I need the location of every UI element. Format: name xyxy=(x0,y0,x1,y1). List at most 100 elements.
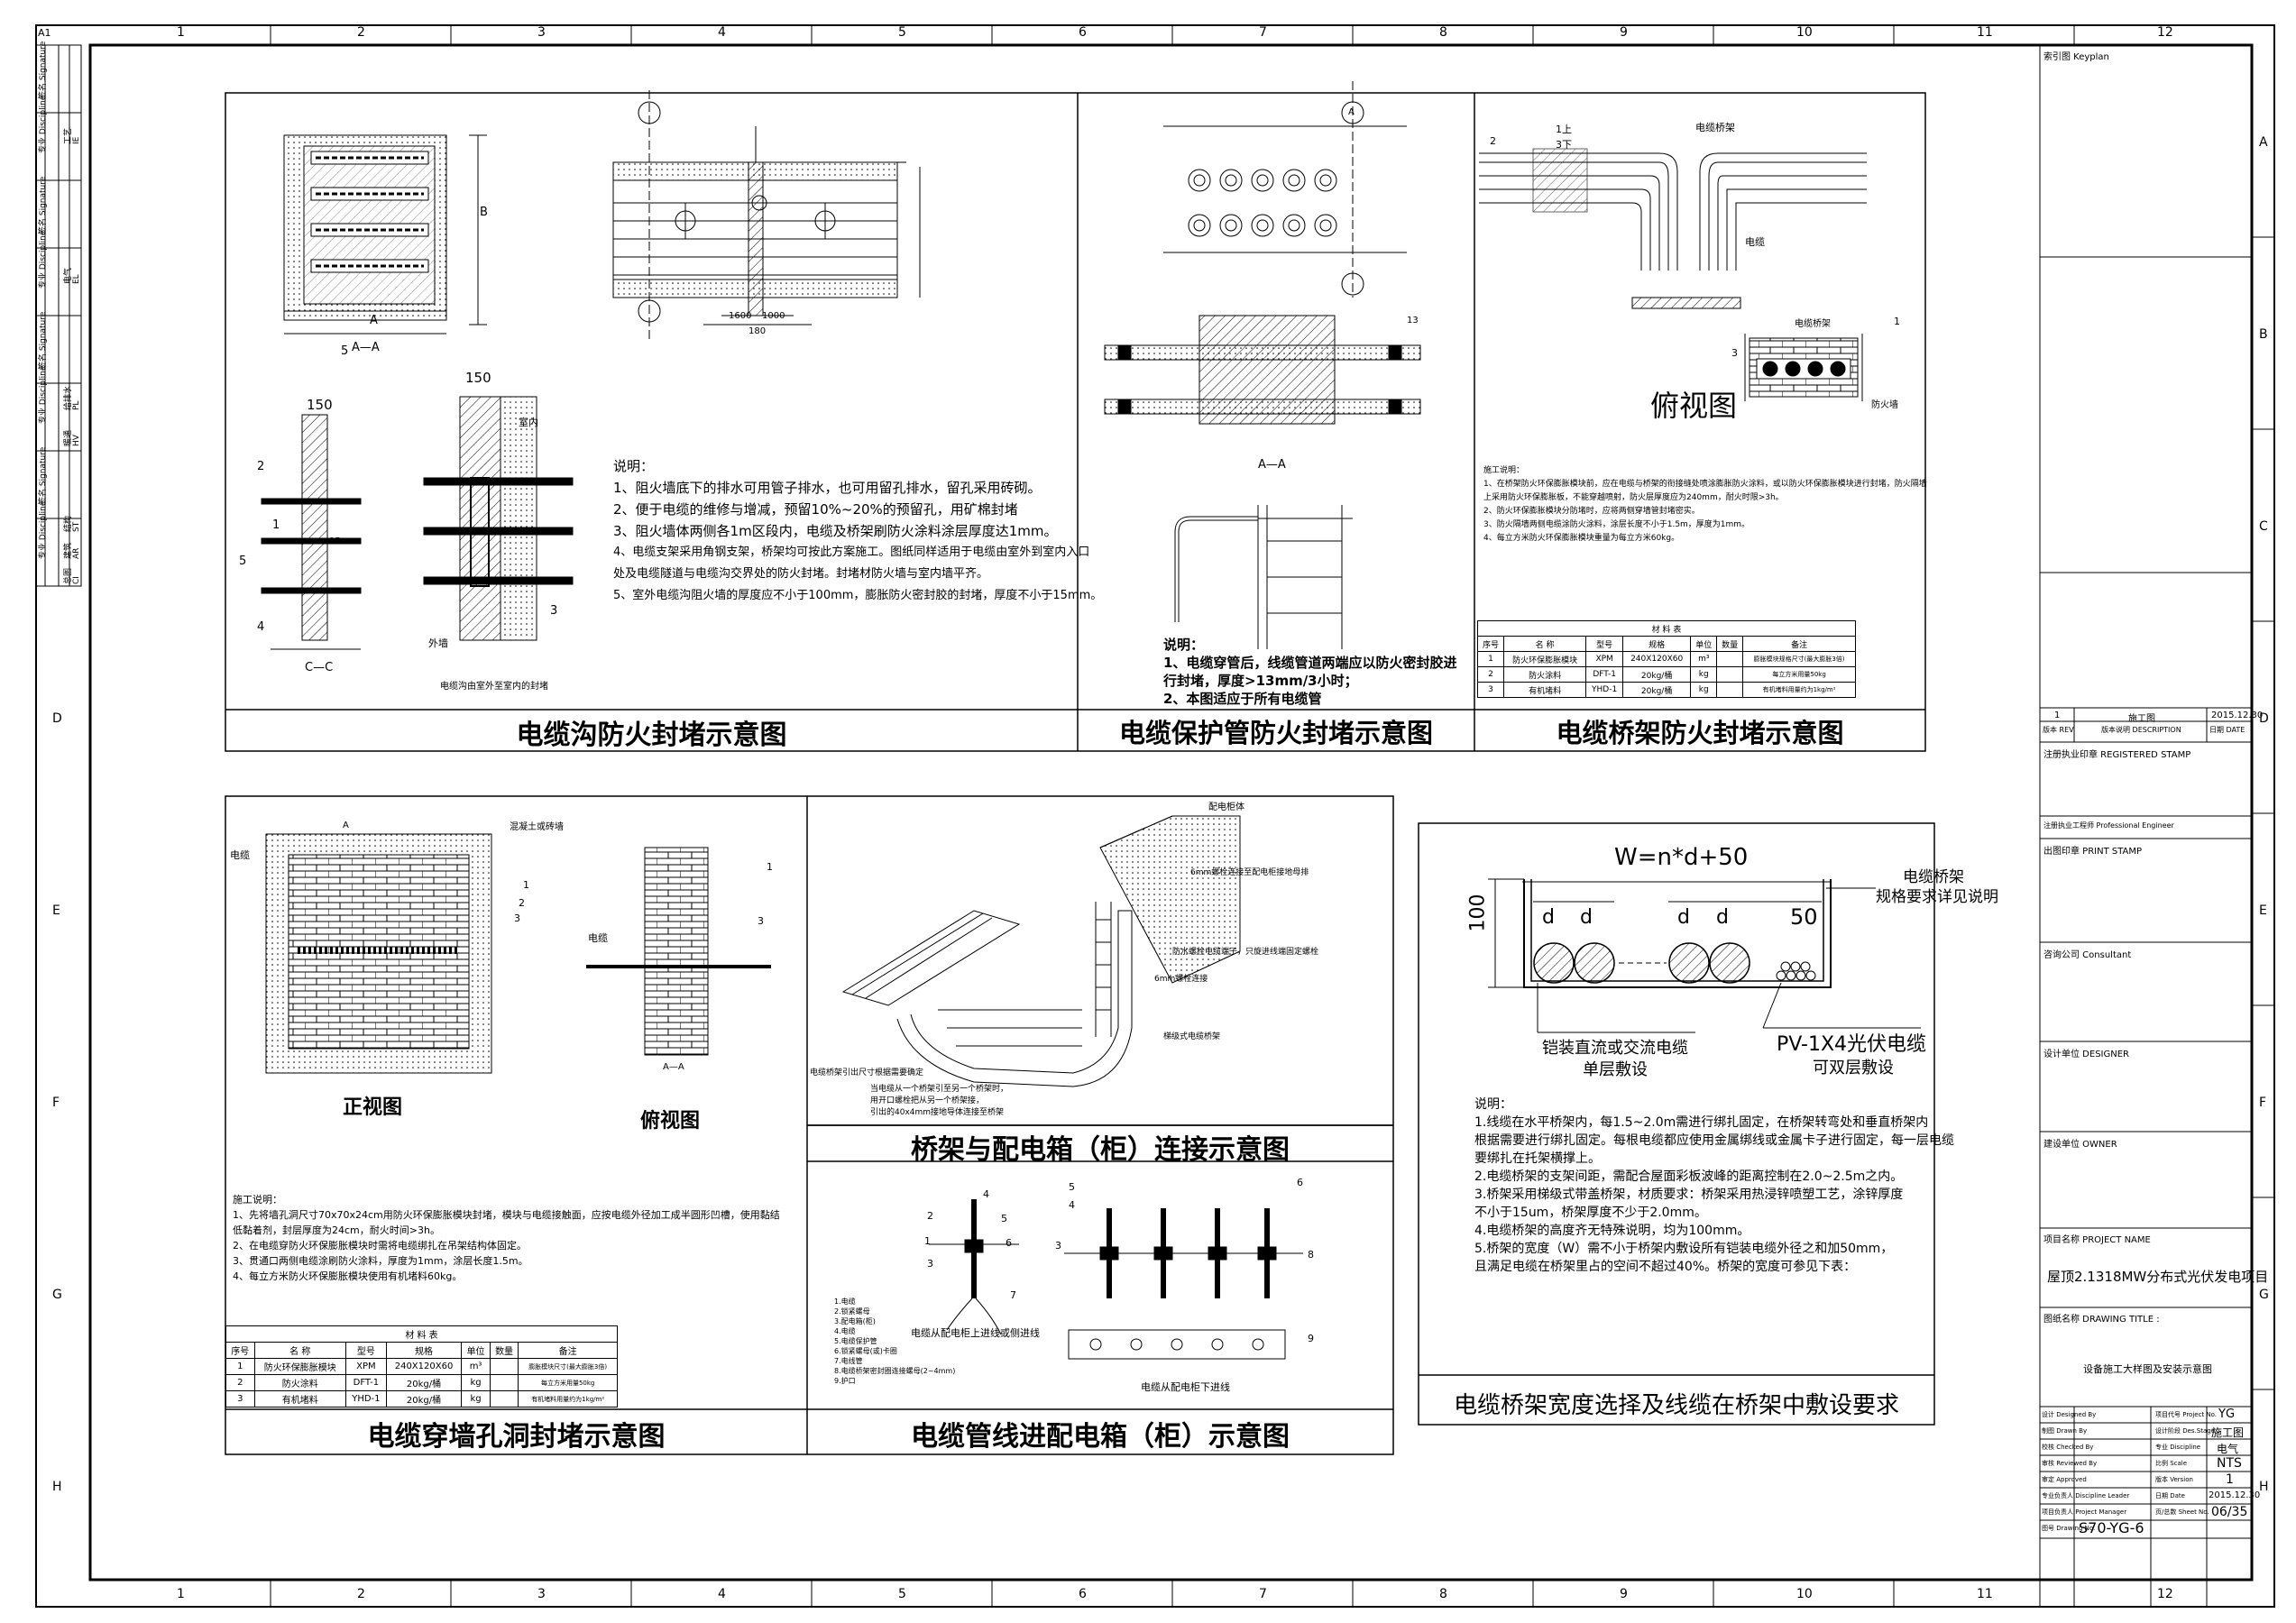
p3-label-cable: 电缆 xyxy=(1745,236,1765,248)
grid-col-8-bottom: 8 xyxy=(1439,1587,1447,1601)
table-header: 名 称 xyxy=(253,1342,347,1359)
p2-label-a: A xyxy=(1348,107,1355,117)
grid-row-c: C xyxy=(2259,519,2268,534)
p6-legend: 1.电缆 2.锁紧螺母 3.配电箱(柜) 4.电缆 5.电缆保护管 6.锁紧螺母… xyxy=(834,1297,956,1385)
tb-rev-head: 版本 REV. xyxy=(2043,726,2076,734)
p5-label-l5: 电缆桥架引出尺寸根据需要确定 xyxy=(810,1068,924,1077)
grid-row-f-left: F xyxy=(52,1096,60,1110)
grid-col-4: 4 xyxy=(718,25,726,40)
p5-label-box: 配电柜体 xyxy=(1208,802,1244,812)
p1-label-3: 3 xyxy=(550,604,558,618)
tb-owner: 建设单位 OWNER xyxy=(2043,1140,2117,1150)
grid-col-10-bottom: 10 xyxy=(1796,1587,1813,1601)
p7-notes: 说明： 1.线缆在水平桥架内，每1.5~2.0m需进行绑扎固定，在桥架转弯处和垂… xyxy=(1474,1097,1954,1274)
p7-dim-d1: d xyxy=(1542,906,1555,929)
grid-col-12: 12 xyxy=(2157,25,2173,40)
inner-border xyxy=(88,43,2254,1582)
p1-label-cc: C—C xyxy=(305,661,334,674)
p7-dim-d2: d xyxy=(1580,906,1593,929)
tb-row-label: 专业 Discipline xyxy=(2155,1444,2201,1451)
table-header: 序号 xyxy=(1477,636,1504,652)
tb-row-value: 2015.12.30 xyxy=(2209,1490,2261,1500)
table-header: 名 称 xyxy=(1502,636,1587,652)
grid-row-h-left: H xyxy=(52,1480,62,1494)
grid-row-d-left: D xyxy=(52,711,62,726)
tb-row-label: 页/总数 Sheet No. xyxy=(2155,1508,2209,1516)
tb-rev-date: 2015.12.30 xyxy=(2211,711,2264,720)
p6-title: 电缆管线进配电箱（柜）示意图 xyxy=(911,1421,1290,1453)
grid-row-g: G xyxy=(2259,1288,2269,1302)
tb-row-value: NTS xyxy=(2217,1456,2242,1471)
tb-title-label: 图纸名称 DRAWING TITLE : xyxy=(2043,1315,2160,1325)
p6-label-6: 6 xyxy=(1006,1237,1012,1249)
table-header: 型号 xyxy=(1585,636,1623,652)
p6-label-4b: 4 xyxy=(1069,1199,1075,1211)
tb-stamp: 注册执业印章 REGISTERED STAMP xyxy=(2043,750,2191,760)
tb-row-label: 制图 Drawn By xyxy=(2042,1427,2088,1435)
grid-row-e: E xyxy=(2259,903,2267,918)
p4-label-1b: 1 xyxy=(767,861,773,873)
table-header: 型号 xyxy=(345,1342,387,1359)
p1-label-1000: 1000 xyxy=(762,311,785,321)
grid-col-1: 1 xyxy=(177,25,185,40)
table-title: 材 料 表 xyxy=(225,1325,618,1343)
p3-notes: 施工说明： 1、在桥架防火环保膨胀模块前，应在电缆与桥架的衔接缝处喷涂膨胀防火涂… xyxy=(1483,466,1927,543)
tb-row-label: 日期 Date xyxy=(2155,1492,2185,1499)
tb-consult: 咨询公司 Consultant xyxy=(2043,950,2132,960)
p7-height-100: 100 xyxy=(1466,894,1490,932)
p1-label-150b: 150 xyxy=(465,370,491,386)
grid-col-6: 6 xyxy=(1079,25,1087,40)
p1-label-indoor: 室内 xyxy=(519,417,538,428)
p6-label-1: 1 xyxy=(924,1235,931,1247)
p5-notes: 当电缆从一个桥架引至另一个桥架时， 用开口螺栓把从另一个桥架接， 引出的40x4… xyxy=(870,1085,1009,1117)
p1-caption: 电缆沟由室外至室内的封堵 xyxy=(440,682,548,692)
table-header: 备注 xyxy=(518,1342,618,1359)
p5-label-l3: 6mm螺栓连接 xyxy=(1154,975,1208,984)
p4-label-3b: 3 xyxy=(758,915,764,927)
top-row-frame xyxy=(225,92,1926,752)
table-header: 备注 xyxy=(1742,636,1856,652)
grid-row-g-left: G xyxy=(52,1288,62,1302)
tb-rev-num: 1 xyxy=(2054,711,2061,720)
p3-label-3: 3 xyxy=(1731,347,1738,359)
table-header: 数量 xyxy=(489,1342,519,1359)
p7-dim-d3: d xyxy=(1677,906,1690,929)
p7-tray-label: 电缆桥架 xyxy=(1903,868,1964,886)
p1-label-150a: 150 xyxy=(307,397,333,413)
grid-col-8: 8 xyxy=(1439,25,1447,40)
tb-row-value: 06/35 xyxy=(2211,1505,2248,1519)
p6-label-8b: 8 xyxy=(1308,1249,1314,1261)
table-header: 单位 xyxy=(1690,636,1718,652)
tb-keyplan: 索引图 Keyplan xyxy=(2043,52,2109,62)
grid-col-4-bottom: 4 xyxy=(718,1587,726,1601)
table-header: 规格 xyxy=(1621,636,1692,652)
p5-label-l1: 6mm螺栓连接至配电柜接地母排 xyxy=(1190,868,1309,877)
grid-row-f: F xyxy=(2259,1096,2267,1110)
grid-col-7-bottom: 7 xyxy=(1259,1587,1267,1601)
grid-row-b: B xyxy=(2259,327,2268,342)
tb-row-label: 设计阶段 Des.Stage xyxy=(2155,1427,2216,1435)
p6-label-2: 2 xyxy=(927,1210,933,1222)
p4-label-3: 3 xyxy=(514,912,520,924)
p7-dim-50: 50 xyxy=(1790,904,1818,930)
grid-col-9: 9 xyxy=(1620,25,1628,40)
p5-label-l4: 梯级式电缆桥架 xyxy=(1163,1032,1221,1041)
p6-label-3: 3 xyxy=(927,1258,933,1270)
p4-label-1: 1 xyxy=(523,879,529,891)
p7-dim-d4: d xyxy=(1716,906,1729,929)
p1-label-outdoor: 外墙 xyxy=(428,637,448,649)
p3-label-1up: 1上 xyxy=(1556,124,1572,135)
p7-title: 电缆桥架宽度选择及线缆在桥架中敷设要求 xyxy=(1453,1392,1899,1419)
grid-col-12-bottom: 12 xyxy=(2157,1587,2173,1601)
tb-row-value: 1 xyxy=(2226,1472,2234,1487)
p6-label-6b: 6 xyxy=(1297,1177,1303,1188)
tb-row-value: YG xyxy=(2218,1408,2236,1421)
p3-label-1: 1 xyxy=(1894,316,1900,327)
grid-col-10: 10 xyxy=(1796,25,1813,40)
tb-row-label: 版本 Version xyxy=(2155,1476,2193,1483)
p4-label-aa: A—A xyxy=(663,1062,684,1072)
grid-row-e-left: E xyxy=(52,903,60,918)
